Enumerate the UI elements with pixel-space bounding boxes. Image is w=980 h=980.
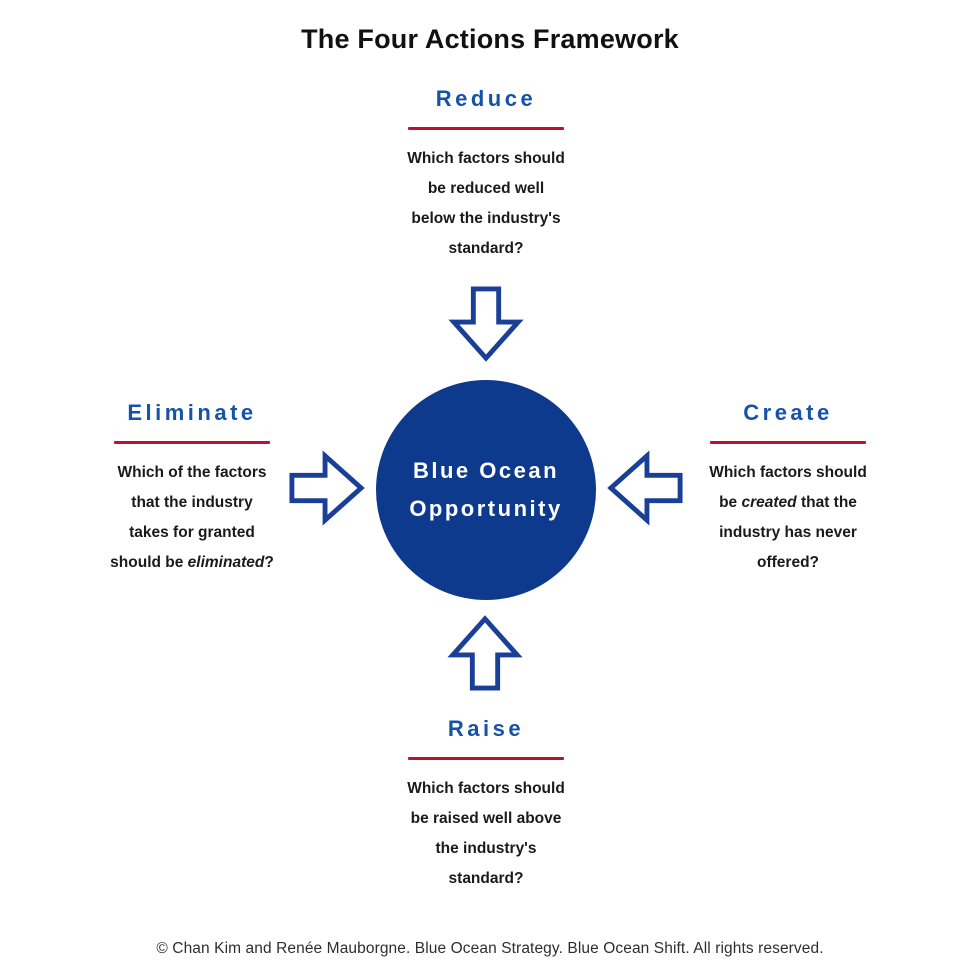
section-text-line: the industry's (435, 840, 537, 857)
arrow-right-icon (288, 449, 366, 527)
section-eliminate-heading: Eliminate (127, 400, 257, 425)
section-reduce: Reduce Which factors should be reduced we… (346, 86, 626, 264)
section-raise-heading: Raise (447, 716, 525, 741)
section-text-line: takes for granted (129, 524, 255, 541)
arrow-left-icon (606, 449, 684, 527)
section-text-line: should be eliminated? (110, 554, 274, 571)
section-text-line: industry has never (719, 524, 857, 541)
section-create-heading: Create (743, 400, 833, 425)
section-text-line: be raised well above (410, 810, 562, 827)
section-text-line: below the industry's (411, 210, 561, 227)
section-create-paragraph: Which factors should be created that the i… (648, 458, 928, 578)
section-text-line: be created that the (719, 494, 857, 511)
section-create: Create Which factors should be created th… (648, 400, 928, 578)
section-reduce-heading: Reduce (435, 86, 537, 111)
section-text-line: Which factors should (407, 780, 565, 797)
heading-underline (114, 441, 270, 444)
section-text-line: Which factors should (709, 464, 867, 481)
section-eliminate: Eliminate Which of the factors that the i… (52, 400, 332, 578)
heading-underline (710, 441, 866, 444)
center-circle-line: Opportunity (409, 496, 563, 521)
section-text-line: Which of the factors (117, 464, 267, 481)
section-text-line: Which factors should (407, 150, 565, 167)
center-circle: Blue Ocean Opportunity (376, 380, 596, 600)
section-text-line: be reduced well (427, 180, 545, 197)
section-raise: Raise Which factors should be raised well… (346, 716, 626, 894)
section-text-line: offered? (757, 554, 819, 571)
arrow-down-icon (447, 285, 525, 363)
section-text-line: that the industry (131, 494, 253, 511)
arrow-up-icon (446, 614, 524, 692)
section-text-line: standard? (448, 240, 524, 257)
center-circle-text: Blue Ocean Opportunity (409, 452, 562, 528)
section-eliminate-paragraph: Which of the factors that the industry tak… (52, 458, 332, 578)
section-raise-paragraph: Which factors should be raised well above… (346, 774, 626, 894)
section-reduce-paragraph: Which factors should be reduced well below… (346, 144, 626, 264)
footer-copyright: © Chan Kim and Renée Mauborgne. Blue Oce… (156, 940, 824, 957)
heading-underline (408, 127, 564, 130)
section-text-line: standard? (448, 870, 524, 887)
center-circle-line: Blue Ocean (412, 458, 560, 483)
page-title: The Four Actions Framework (301, 24, 679, 54)
heading-underline (408, 757, 564, 760)
